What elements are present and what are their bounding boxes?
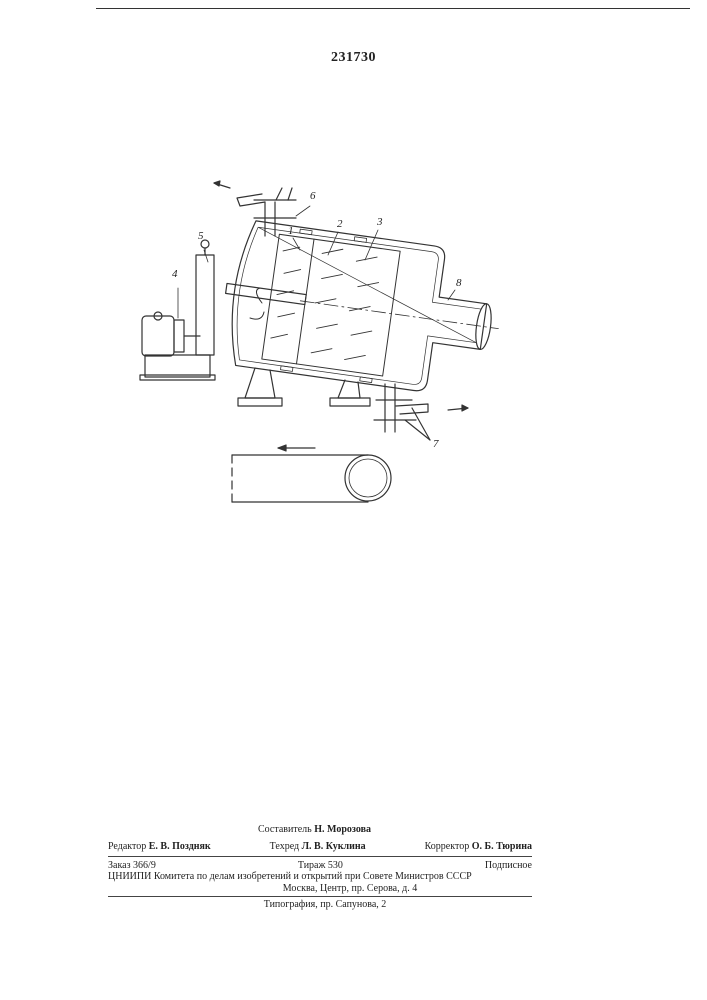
editor-label: Редактор — [108, 841, 146, 852]
printing-house: Типография, пр. Сапунова, 2 — [0, 899, 650, 910]
motor-assembly — [140, 312, 215, 380]
callout-7: 7 — [433, 438, 439, 450]
corrector: Корректор О. Б. Тюрина — [425, 841, 532, 852]
callout-1: 1 — [288, 225, 294, 237]
editor-name: Е. В. Поздняк — [149, 841, 211, 852]
techred: Техред Л. В. Куклина — [270, 841, 366, 852]
technical-drawing — [0, 0, 707, 560]
callout-5: 5 — [198, 230, 204, 242]
print-run: Тираж 530 — [298, 860, 343, 871]
compiler-line: Составитель Н. Морозова — [258, 824, 371, 835]
institute-line: ЦНИИПИ Комитета по делам изобретений и о… — [108, 871, 532, 882]
subscription: Подписное — [485, 860, 532, 871]
supports — [238, 368, 370, 406]
editor: Редактор Е. В. Поздняк — [108, 841, 211, 852]
callout-8: 8 — [456, 277, 462, 289]
hydraulic-cylinder — [196, 240, 214, 355]
callout-6: 6 — [310, 190, 316, 202]
address-line: Москва, Центр, пр. Серова, д. 4 — [0, 883, 700, 894]
corrector-name: О. Б. Тюрина — [472, 841, 532, 852]
drum-housing — [216, 218, 509, 401]
techred-label: Техред — [270, 841, 299, 852]
callout-4: 4 — [172, 268, 178, 280]
callout-2: 2 — [337, 218, 343, 230]
techred-name: Л. В. Куклина — [302, 841, 366, 852]
compiler-name: Н. Морозова — [314, 824, 371, 835]
lower-valves — [374, 384, 468, 440]
callout-3: 3 — [377, 216, 383, 228]
corrector-label: Корректор — [425, 841, 470, 852]
upper-valves — [214, 181, 296, 236]
callout-leaders — [178, 206, 455, 318]
conveyor-belt — [232, 445, 391, 502]
staff-line: Редактор Е. В. Поздняк Техред Л. В. Кукл… — [108, 841, 532, 852]
imprint-divider-bottom — [108, 896, 532, 897]
order-line: Заказ 366/9 Тираж 530 Подписное — [108, 860, 532, 871]
compiler-label: Составитель — [258, 824, 312, 835]
order-number: Заказ 366/9 — [108, 860, 156, 871]
imprint-divider — [108, 856, 532, 857]
rotation-arrow — [256, 288, 262, 303]
